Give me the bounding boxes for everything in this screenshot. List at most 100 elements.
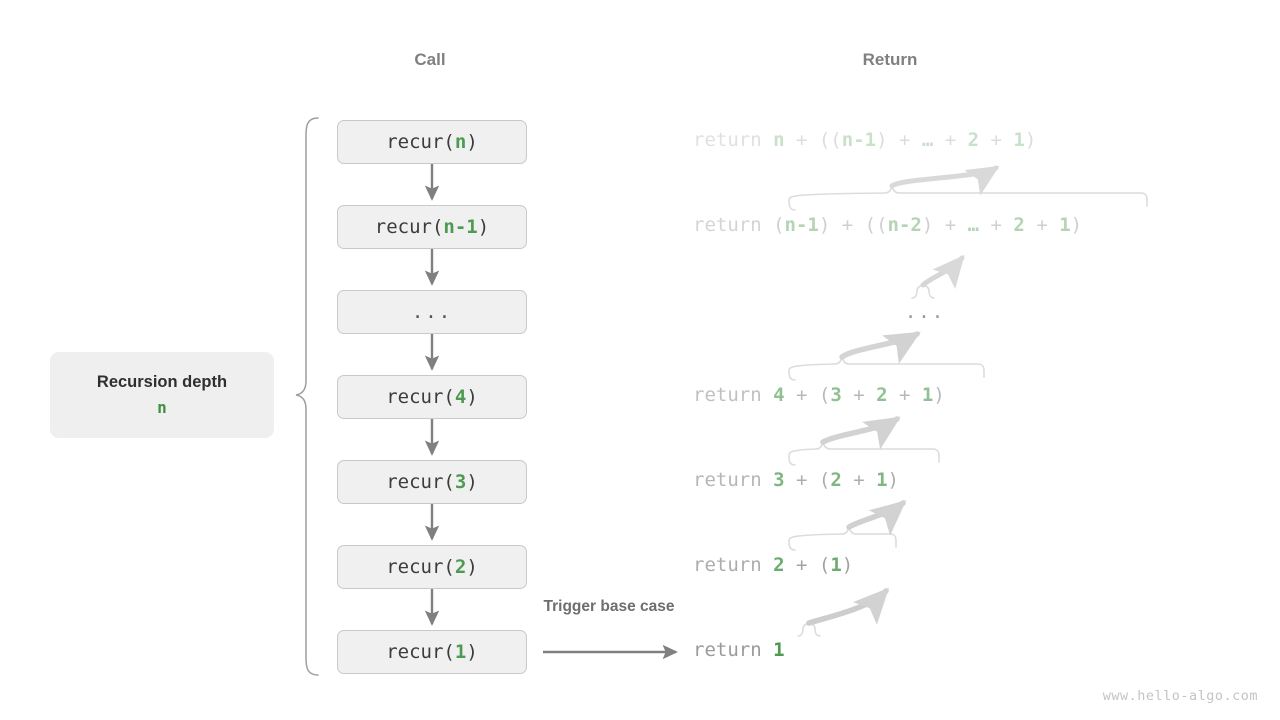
expr-token-num: 3: [830, 384, 842, 406]
return-keyword: return: [693, 384, 774, 406]
expr-token-punc: +: [887, 384, 922, 406]
return-row-3: return 3 + (2 + 1): [693, 471, 899, 490]
call-box-fn-name: recur(: [386, 386, 455, 408]
return-expression: 4 + (3 + 2 + 1): [773, 384, 945, 406]
expr-token-punc: ((: [818, 129, 842, 151]
watermark: www.hello-algo.com: [1102, 688, 1258, 704]
call-box-argument: 4: [454, 386, 467, 408]
return-expression: 3 + (2 + 1): [773, 469, 899, 491]
column-header-return: Return: [862, 50, 918, 69]
recursion-depth-label: Recursion depth n: [50, 352, 274, 438]
return-keyword: return: [693, 639, 774, 661]
return-arrow-n-1-to-n: [889, 165, 1000, 196]
call-box-n-1: recur(n-1): [337, 205, 527, 249]
expr-token-num: n-2: [887, 214, 922, 236]
return-expression: 1: [773, 639, 784, 661]
expr-token-num: 2: [830, 469, 842, 491]
expr-token-punc: +: [1024, 214, 1060, 236]
return-row-n: return n + ((n-1) + … + 2 + 1): [693, 131, 1036, 150]
call-box-1: recur(1): [337, 630, 527, 674]
call-box-4: recur(4): [337, 375, 527, 419]
expr-token-num: 2: [876, 384, 888, 406]
expr-token-num: 2: [967, 129, 980, 151]
expr-token-num: 3: [773, 469, 785, 491]
expr-token-num: 2: [773, 554, 785, 576]
column-header-call: Call: [414, 50, 446, 69]
expr-token-num: 1: [876, 469, 888, 491]
call-box-argument: n-1: [443, 216, 478, 238]
expr-token-punc: ): [1024, 129, 1037, 151]
return-expression: n + ((n-1) + … + 2 + 1): [773, 129, 1036, 151]
return-brace-4: [788, 356, 985, 381]
return-row-2: return 2 + (1): [693, 556, 853, 575]
recursion-depth-brace: [295, 117, 319, 676]
call-box-label: ...: [411, 301, 453, 323]
expr-token-punc: (: [818, 469, 831, 491]
call-box-paren: ): [466, 471, 478, 493]
call-box-paren: ): [466, 641, 478, 663]
call-box-paren: ): [466, 386, 478, 408]
call-box-fn-name: recur(: [386, 641, 455, 663]
expr-token-num: 1: [1013, 129, 1025, 151]
expr-token-num: 1: [1059, 214, 1071, 236]
trigger-base-case-label: Trigger base case: [543, 598, 675, 615]
expr-token-punc: +: [933, 214, 968, 236]
call-box-2: recur(2): [337, 545, 527, 589]
expr-token-punc: +: [784, 554, 819, 576]
return-brace-3: [788, 441, 940, 466]
call-box-argument: n: [454, 131, 467, 153]
return-brace-dots: [911, 284, 935, 299]
expr-token-num: …: [921, 129, 934, 151]
expr-token-num: 4: [773, 384, 785, 406]
return-row-dots: ...: [904, 301, 946, 323]
expr-token-punc: ): [1070, 214, 1083, 236]
expr-token-num: 2: [1013, 214, 1025, 236]
call-box-paren: ): [466, 556, 478, 578]
expr-token-punc: (: [818, 384, 831, 406]
return-row-4: return 4 + (3 + 2 + 1): [693, 386, 945, 405]
recursion-depth-title: Recursion depth: [96, 373, 228, 391]
expr-token-num: 1: [830, 554, 842, 576]
return-brace-2: [788, 526, 897, 551]
call-box-fn-name: recur(: [386, 556, 455, 578]
expr-token-punc: +: [887, 129, 922, 151]
expr-token-punc: ): [818, 214, 831, 236]
expr-token-num: 1: [921, 384, 934, 406]
expr-token-punc: +: [830, 214, 865, 236]
return-keyword: return: [693, 469, 774, 491]
return-arrow-3-to-4: [820, 416, 901, 450]
expr-token-punc: +: [784, 129, 819, 151]
expr-token-num: n-1: [841, 129, 877, 151]
expr-token-punc: +: [933, 129, 968, 151]
call-box-paren: ): [466, 131, 478, 153]
call-box-argument: 2: [454, 556, 467, 578]
expr-token-punc: (: [818, 554, 831, 576]
return-brace-1: [797, 622, 821, 637]
call-box-3: recur(3): [337, 460, 527, 504]
recursion-depth-value: n: [157, 398, 167, 417]
call-box-dots: ...: [337, 290, 527, 334]
expr-token-punc: +: [841, 384, 877, 406]
call-box-paren: ): [477, 216, 490, 238]
return-arrow-4-to-dots: [839, 331, 921, 364]
return-expression: (n-1) + ((n-2) + … + 2 + 1): [773, 214, 1082, 236]
return-keyword: return: [693, 554, 774, 576]
call-box-fn-name: recur(: [374, 216, 444, 238]
return-expression: 2 + (1): [773, 554, 853, 576]
return-keyword: return: [693, 129, 774, 151]
expr-token-punc: +: [841, 469, 877, 491]
expr-token-punc: ): [933, 384, 945, 406]
return-brace-n-1: [788, 185, 1148, 211]
call-box-argument: 3: [454, 471, 467, 493]
return-row-n-1: return (n-1) + ((n-2) + … + 2 + 1): [693, 216, 1082, 235]
return-arrow-2-to-3: [846, 500, 907, 536]
expr-token-punc: +: [784, 384, 819, 406]
expr-token-num: n: [773, 129, 785, 151]
return-arrow-dots-to-n-1: [920, 254, 965, 290]
call-box-n: recur(n): [337, 120, 527, 164]
call-box-argument: 1: [454, 641, 467, 663]
expr-token-num: 1: [773, 639, 785, 661]
return-row-1: return 1: [693, 641, 785, 660]
expr-token-punc: +: [979, 214, 1014, 236]
